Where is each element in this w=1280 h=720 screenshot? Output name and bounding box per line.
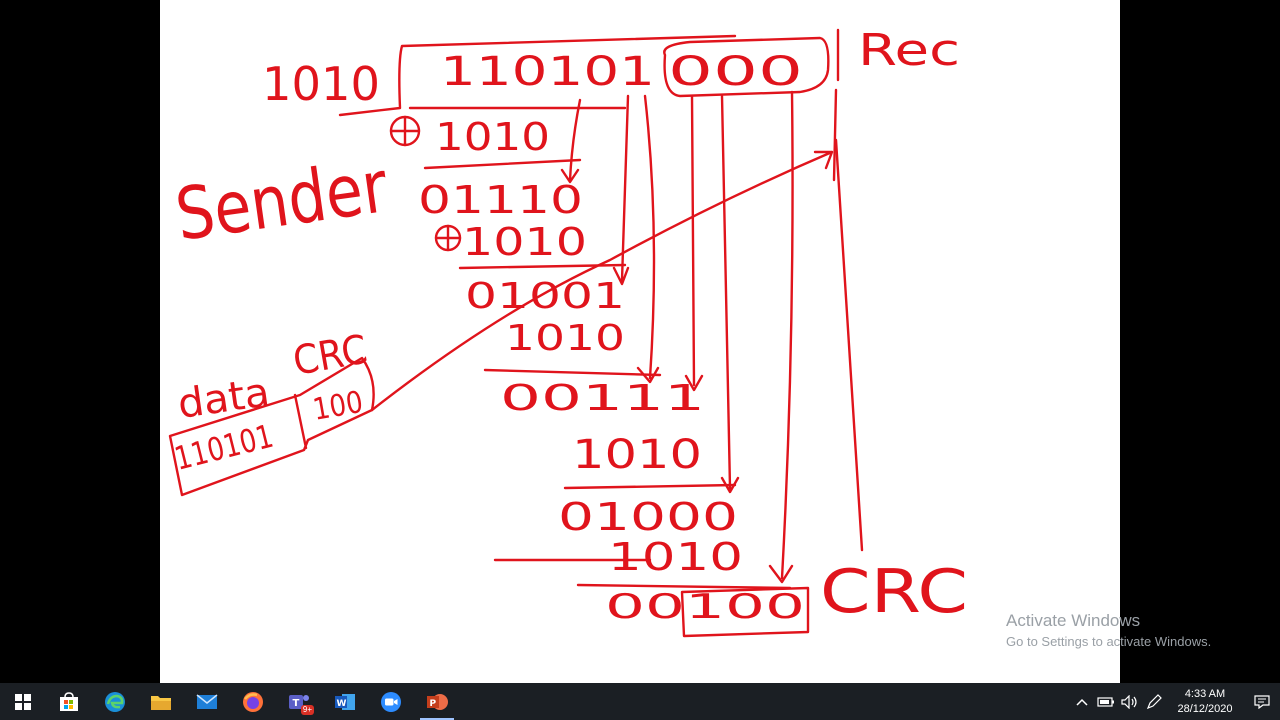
sender-label: Sender [171,144,393,257]
crc-result-label: CRC [820,557,968,627]
system-clock[interactable]: 4:33 AM 28/12/2020 [1172,687,1238,717]
step-5-text: 1010 [505,318,625,359]
action-center-button[interactable] [1244,683,1280,720]
powerpoint-icon: P [427,693,448,710]
step-6-text: 00111 [500,378,705,419]
zoom-icon [381,691,401,712]
step-7-text: 1010 [572,432,702,478]
svg-text:W: W [337,699,347,709]
pen-icon [1146,693,1162,709]
step-2-text: 01110 [418,178,583,222]
frame-box [168,356,375,497]
division-bracket [338,34,737,117]
step-3-text: 1010 [462,220,587,264]
bring-down-arrow-3 [636,94,660,384]
teams-notification-badge: 9+ [300,705,314,715]
teams-button[interactable]: T 9+ [276,683,322,720]
clock-time: 4:33 AM [1184,687,1226,700]
step-1-text: 1010 [435,115,550,159]
show-hidden-icons-button[interactable] [1070,683,1094,720]
battery-plug-icon [1097,696,1114,707]
whiteboard-ink: 1010 110101 000 Rec Sender 1010 01110 10… [168,25,968,638]
pen-workspace-button[interactable] [1142,683,1166,720]
start-icon [15,693,31,710]
start-button[interactable] [0,683,46,720]
chevron-up-icon [1076,698,1088,706]
word-button[interactable]: W [322,683,368,720]
teams-icon: T [289,694,309,709]
firefox-icon [243,691,263,712]
bring-down-arrow-4 [684,94,704,392]
mail-button[interactable] [184,683,230,720]
step-9-text: 1010 [608,535,743,579]
receiver-divider [832,28,840,182]
store-icon [60,691,78,711]
edge-button[interactable] [92,683,138,720]
file-explorer-button[interactable] [138,683,184,720]
speaker-icon [1121,694,1137,709]
frame-crc-text: 100 [310,385,365,428]
firefox-button[interactable] [230,683,276,720]
receiver-label: Rec [858,25,960,76]
receiver-down-line [834,138,864,552]
zoom-button[interactable] [368,683,414,720]
divisor-text: 1010 [262,57,380,111]
step-8-text: 01000 [558,495,738,539]
step-4-text: 01001 [465,276,625,317]
slide-canvas[interactable] [160,0,1120,683]
bring-down-arrow-1 [560,98,582,184]
zeros-box [663,36,830,98]
svg-text:P: P [430,699,437,709]
transmit-arrow [370,150,834,412]
clock-date: 28/12/2020 [1177,702,1233,715]
watermark-title: Activate Windows [1006,611,1141,630]
bring-down-arrow-6 [768,90,794,584]
step-10-text: 00100 [605,587,805,627]
edge-icon [105,691,125,712]
volume-button[interactable] [1118,683,1142,720]
bring-down-arrow-5 [720,94,740,494]
svg-text:T: T [293,698,300,709]
mail-icon [196,693,218,709]
dividend-data-text: 110101 [440,49,655,95]
microsoft-store-button[interactable] [46,683,92,720]
file-explorer-icon [151,695,171,710]
appended-zeros-text: 000 [668,49,803,95]
word-icon: W [335,693,355,710]
system-tray: 4:33 AM 28/12/2020 [1070,683,1280,720]
activate-windows-watermark: Activate Windows Go to Settings to activ… [1006,611,1211,651]
bring-down-arrow-2 [612,94,630,286]
powerpoint-button[interactable]: P [414,683,460,720]
taskbar: T 9+ W P [0,683,1280,720]
remainder-box [680,586,810,638]
watermark-subtitle: Go to Settings to activate Windows. [1006,634,1212,649]
notification-icon [1254,694,1270,709]
battery-button[interactable] [1094,683,1118,720]
